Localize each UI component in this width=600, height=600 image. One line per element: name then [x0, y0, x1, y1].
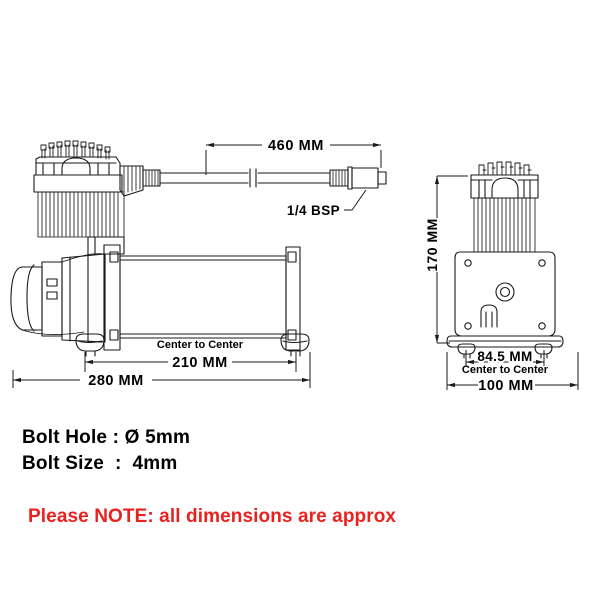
front-head-pins — [478, 161, 532, 176]
dimension-280mm-label: 280 MM — [88, 373, 143, 389]
front-view-group — [446, 161, 564, 359]
side-center-to-center-label: Center to Center — [157, 339, 244, 351]
bsp-fitting — [329, 166, 387, 190]
callout-bsp-label: 1/4 BSP — [287, 203, 340, 218]
front-head-dome — [491, 177, 519, 199]
air-hose — [159, 172, 249, 184]
corner-bolt-hole-bl — [464, 322, 472, 330]
tank-body — [119, 255, 287, 339]
head-top-plate — [35, 156, 121, 176]
wiring-lead — [21, 329, 85, 335]
discharge-elbow — [119, 165, 144, 197]
dimension-170mm — [434, 175, 468, 344]
front-head-block — [470, 174, 539, 199]
front-terminal-bracket — [480, 304, 498, 328]
head-dome — [61, 157, 91, 176]
dimension-845mm — [465, 350, 545, 366]
mount-bracket-left — [103, 244, 121, 351]
corner-bolt-hole-br — [538, 322, 546, 330]
dimension-845mm-label: 84.5 MM — [477, 349, 532, 364]
callout-bsp-leader — [344, 189, 367, 211]
dimension-460mm — [205, 142, 382, 175]
side-view-group — [10, 140, 387, 357]
dimension-170mm-label: 170 MM — [424, 218, 440, 272]
front-cooling-fins — [473, 197, 536, 253]
dimension-210mm-label: 210 MM — [172, 355, 227, 371]
elbow-fins — [123, 165, 141, 193]
corner-bolt-hole-tr — [538, 259, 546, 267]
center-port-inner — [499, 286, 511, 298]
front-foot-right — [534, 343, 553, 359]
front-base-plate — [446, 335, 564, 348]
mounting-foot-right — [280, 333, 310, 357]
dimension-100mm-label: 100 MM — [478, 378, 533, 394]
head-flange — [33, 174, 123, 193]
hose-ferrule — [142, 169, 161, 187]
hose-break — [249, 168, 257, 188]
front-foot-left — [457, 343, 476, 359]
head-top-pins — [40, 140, 111, 160]
dimension-460mm-label: 460 MM — [268, 138, 324, 154]
front-center-to-center-label: Center to Center — [462, 364, 549, 376]
dimension-100mm — [446, 352, 579, 390]
corner-bolt-hole-tl — [464, 259, 472, 267]
dimension-210mm — [84, 352, 297, 372]
cylinder-cooling-fins — [37, 191, 125, 238]
dimension-280mm — [12, 352, 311, 388]
crankcase — [87, 236, 125, 343]
mount-bracket-right — [285, 246, 301, 351]
mounting-foot-left — [75, 333, 105, 357]
motor-body — [61, 253, 106, 343]
center-port-outer — [495, 282, 515, 302]
